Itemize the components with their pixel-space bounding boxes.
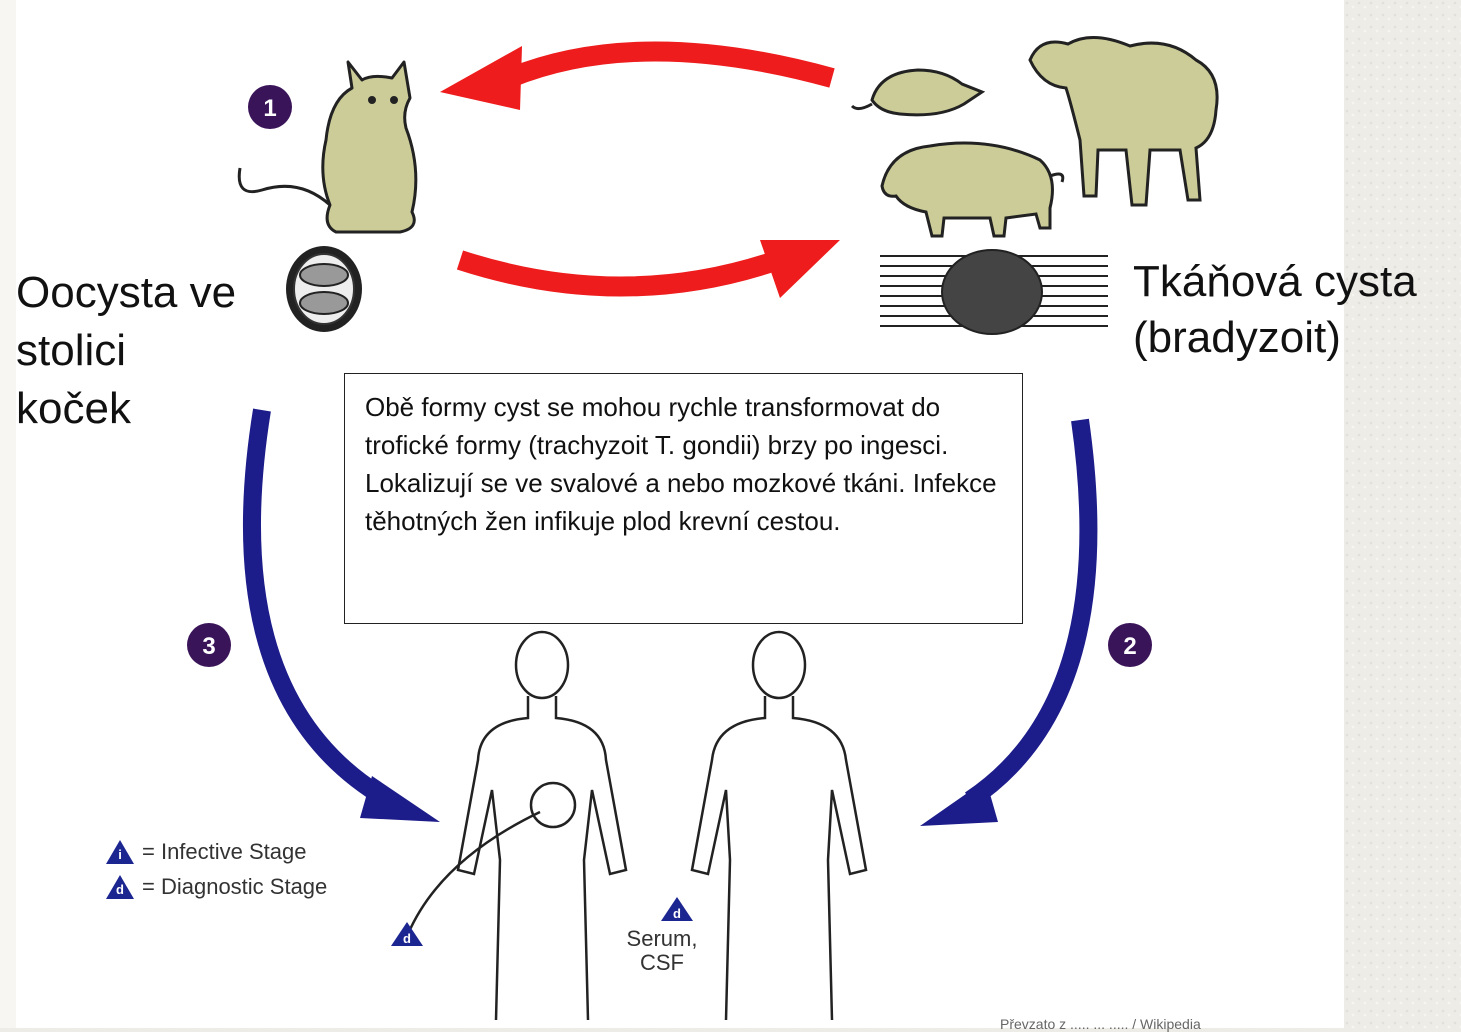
tissue-cyst-label-line1: Tkáňová cysta: [1133, 254, 1453, 310]
diagnostic-marker-serum-symbol: d: [673, 906, 681, 921]
tissue-cyst-label-line2: (bradyzoit): [1133, 310, 1453, 366]
sheep-icon: [1030, 37, 1217, 205]
serum-label-line1: Serum,: [612, 927, 712, 951]
oocyst-label-line3: koček: [16, 380, 266, 438]
mouse-icon: [852, 70, 982, 115]
oocyst-label-line1: Oocysta ve: [16, 264, 266, 322]
infective-stage-icon: i: [104, 838, 136, 866]
source-footnote: Převzato z ..... ... ..... / Wikipedia: [1000, 1016, 1201, 1032]
tissue-cyst-icon: [880, 250, 1108, 334]
step-2-label: 2: [1123, 633, 1136, 660]
diagnostic-marker-left-symbol: d: [403, 931, 411, 946]
infective-stage-text: = Infective Stage: [142, 839, 307, 865]
step-3-label: 3: [202, 633, 215, 660]
infective-stage-symbol: i: [104, 847, 136, 862]
pig-icon: [882, 143, 1063, 236]
serum-label-line2: CSF: [612, 951, 712, 975]
pregnant-woman-figure: [408, 632, 626, 1020]
oocyst-icon: [286, 246, 362, 332]
tissue-cyst-label: Tkáňová cysta (bradyzoit): [1133, 254, 1453, 366]
red-arrow-to-cat: [440, 46, 832, 110]
diagnostic-marker-left: d: [391, 922, 423, 946]
serum-csf-label: Serum, CSF: [612, 927, 712, 975]
diagnostic-stage-icon: d: [104, 873, 136, 901]
legend-diagnostic: d = Diagnostic Stage: [104, 873, 327, 901]
info-text: Obě formy cyst se mohou rychle transform…: [365, 392, 997, 536]
diagnostic-stage-symbol: d: [104, 882, 136, 897]
step-1-label: 1: [263, 95, 276, 122]
info-text-box: Obě formy cyst se mohou rychle transform…: [344, 373, 1023, 624]
red-arrow-to-hosts: [460, 240, 840, 298]
legend-infective: i = Infective Stage: [104, 838, 307, 866]
diagnostic-stage-text: = Diagnostic Stage: [142, 874, 327, 900]
oocyst-label-line2: stolici: [16, 322, 266, 380]
step-3-badge: 3: [187, 623, 231, 667]
step-2-badge: 2: [1108, 623, 1152, 667]
step-1-badge: 1: [248, 85, 292, 129]
man-figure: [692, 632, 866, 1020]
diagnostic-marker-serum: d: [661, 897, 693, 921]
oocyst-label: Oocysta ve stolici koček: [16, 264, 266, 438]
